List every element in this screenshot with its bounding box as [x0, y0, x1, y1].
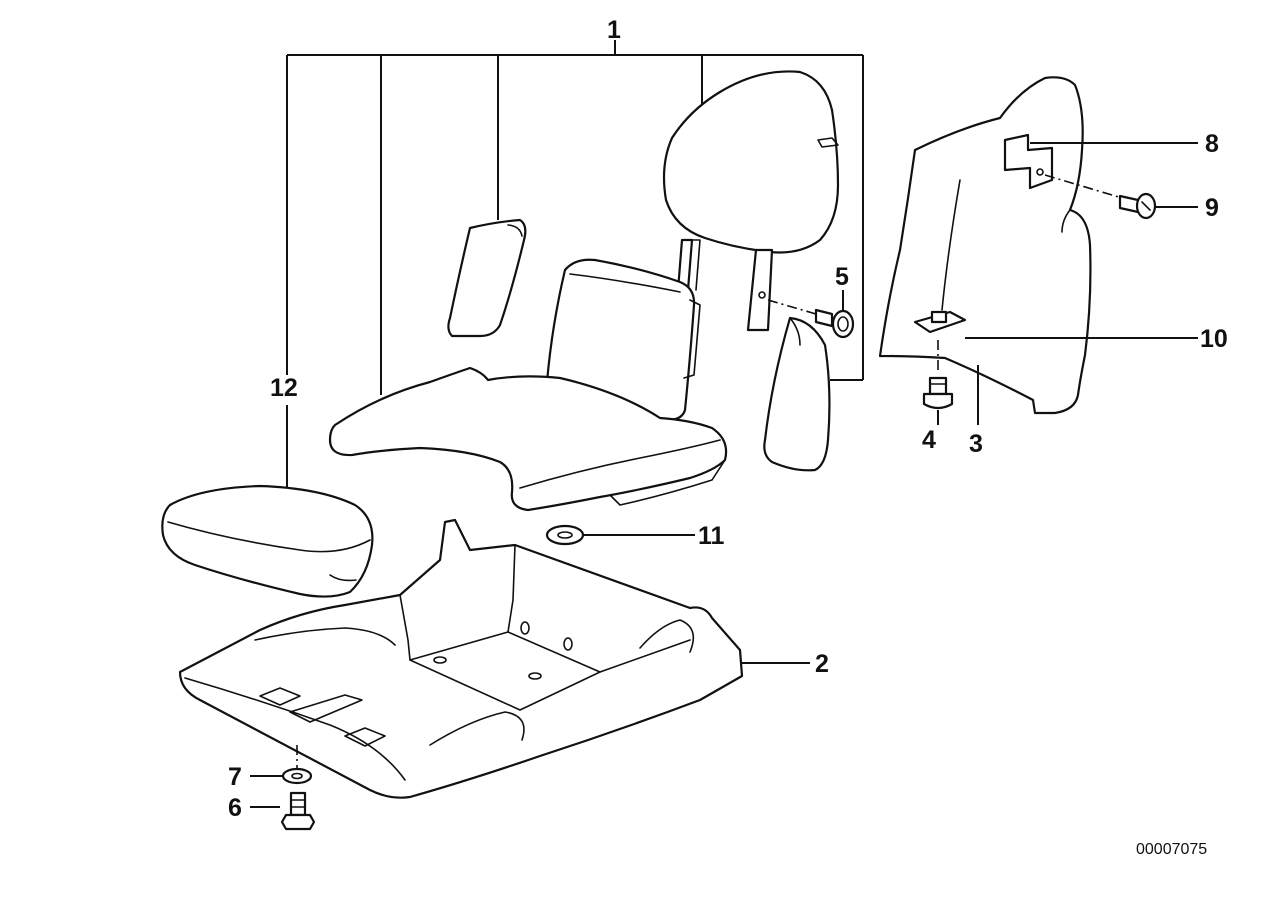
- screw-4: [922, 340, 954, 410]
- callout-4: 4: [922, 426, 936, 454]
- backrest-shell-3: [878, 76, 1092, 415]
- diagram-reference-number: 00007075: [1136, 841, 1207, 858]
- leader-lines: [250, 142, 1198, 808]
- callout-12: 12: [270, 374, 298, 402]
- screw-9: [1044, 174, 1157, 220]
- callout-10: 10: [1200, 325, 1228, 353]
- callout-5: 5: [835, 263, 849, 291]
- bolt-5: [767, 299, 855, 339]
- callout-8: 8: [1205, 130, 1219, 158]
- clip-nut-10: [913, 310, 967, 334]
- armrest-pad: [161, 484, 374, 598]
- headrest: [662, 70, 840, 332]
- callout-9: 9: [1205, 194, 1219, 222]
- group-1-bracket: [286, 40, 864, 490]
- callout-2: 2: [815, 650, 829, 678]
- side-bolster-right: [763, 316, 831, 472]
- seat-cushion: [328, 366, 728, 512]
- seat-base-shell: [178, 518, 744, 799]
- callout-6: 6: [228, 794, 242, 822]
- callout-7: 7: [228, 763, 242, 791]
- callout-1: 1: [607, 16, 621, 44]
- callout-3: 3: [969, 430, 983, 458]
- side-bolster-left: [447, 218, 527, 338]
- bracket-8: [1003, 133, 1054, 190]
- callout-11: 11: [698, 522, 725, 550]
- bolt-6: [280, 791, 316, 831]
- spring-clip-11: [545, 524, 585, 546]
